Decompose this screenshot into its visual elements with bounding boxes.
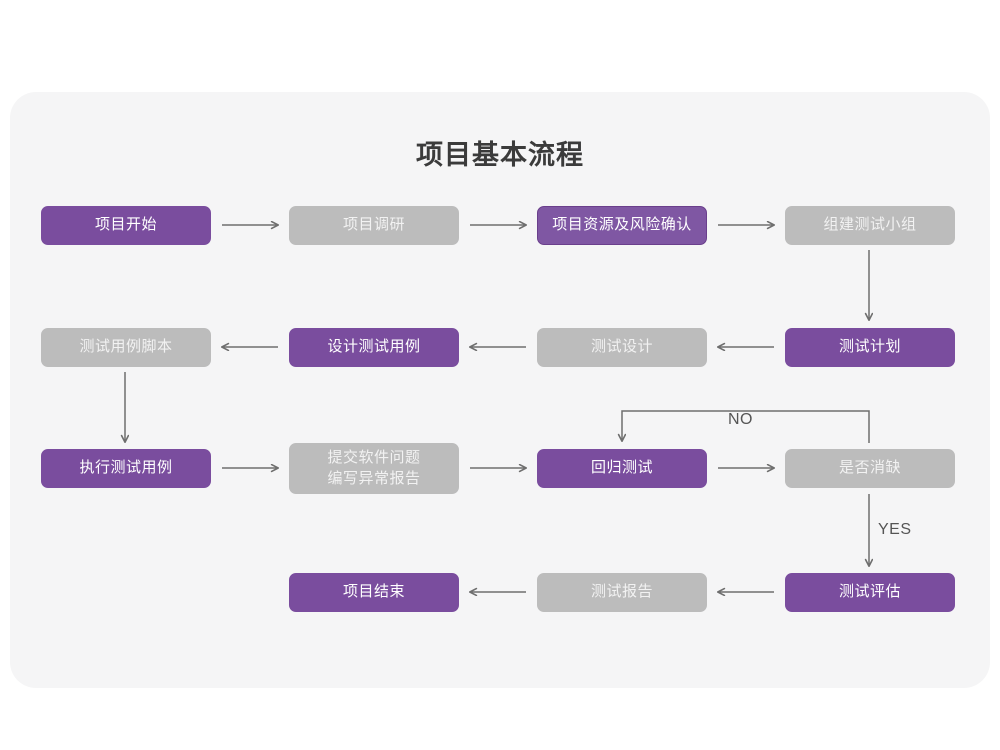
- node-test-case-script[interactable]: 测试用例脚本: [41, 328, 211, 367]
- page-title: 项目基本流程: [416, 140, 584, 170]
- node-project-end[interactable]: 项目结束: [289, 573, 459, 612]
- edge-label-yes: YES: [878, 521, 912, 538]
- node-project-research[interactable]: 项目调研: [289, 206, 459, 245]
- node-test-evaluation[interactable]: 测试评估: [785, 573, 955, 612]
- node-resource-risk-confirm[interactable]: 项目资源及风险确认: [537, 206, 707, 245]
- node-test-design[interactable]: 测试设计: [537, 328, 707, 367]
- node-design-test-case[interactable]: 设计测试用例: [289, 328, 459, 367]
- node-test-report[interactable]: 测试报告: [537, 573, 707, 612]
- node-project-start[interactable]: 项目开始: [41, 206, 211, 245]
- node-defect-cleared[interactable]: 是否消缺: [785, 449, 955, 488]
- node-regression-test[interactable]: 回归测试: [537, 449, 707, 488]
- node-submit-bug-report[interactable]: 提交软件问题 编写异常报告: [289, 443, 459, 494]
- edge-label-no: NO: [728, 411, 753, 428]
- node-form-test-team[interactable]: 组建测试小组: [785, 206, 955, 245]
- node-test-plan[interactable]: 测试计划: [785, 328, 955, 367]
- node-execute-test-case[interactable]: 执行测试用例: [41, 449, 211, 488]
